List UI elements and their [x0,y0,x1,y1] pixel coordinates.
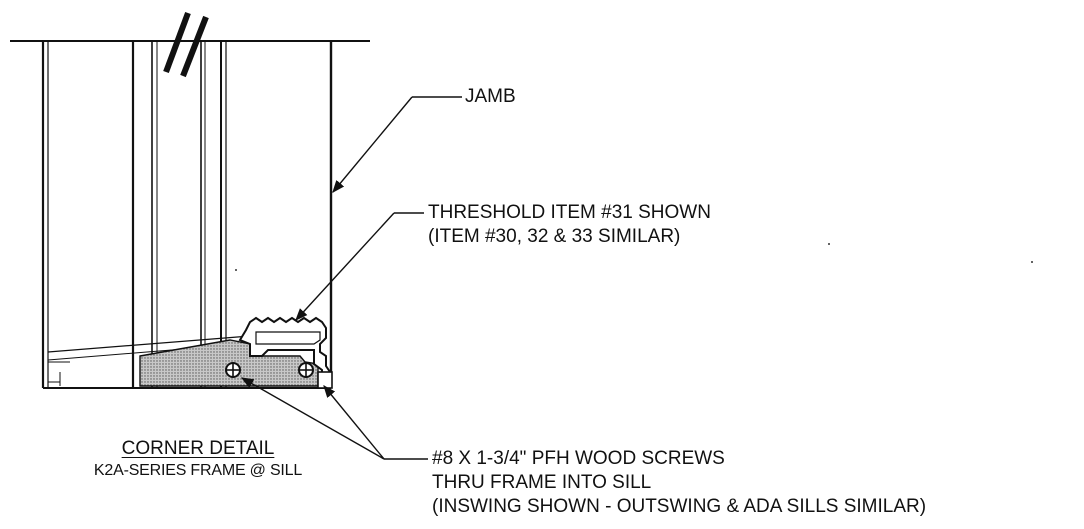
break-symbol [163,11,209,78]
jamb-label: JAMB [465,86,516,107]
screws-label-line3: (INSWING SHOWN - OUTSWING & ADA SILLS SI… [432,496,927,517]
screws-leader [240,377,428,460]
threshold-leader [295,212,424,321]
screws-label-line1: #8 X 1-3/4" PFH WOOD SCREWS [432,448,725,469]
detail-title: CORNER DETAIL [121,438,275,459]
threshold-label-line1: THRESHOLD ITEM #31 SHOWN [428,202,711,223]
threshold-label-line2: (ITEM #30, 32 & 33 SIMILAR) [428,226,681,247]
screws-label-line2: THRU FRAME INTO SILL [432,472,652,493]
threshold-profile [238,316,331,388]
frame-profile [41,41,333,389]
jamb-leader [332,96,462,193]
detail-subtitle: K2A-SERIES FRAME @ SILL [93,462,303,479]
screw-left-icon [225,362,241,378]
screw-right-icon [298,362,314,378]
sill-wood [139,339,319,387]
